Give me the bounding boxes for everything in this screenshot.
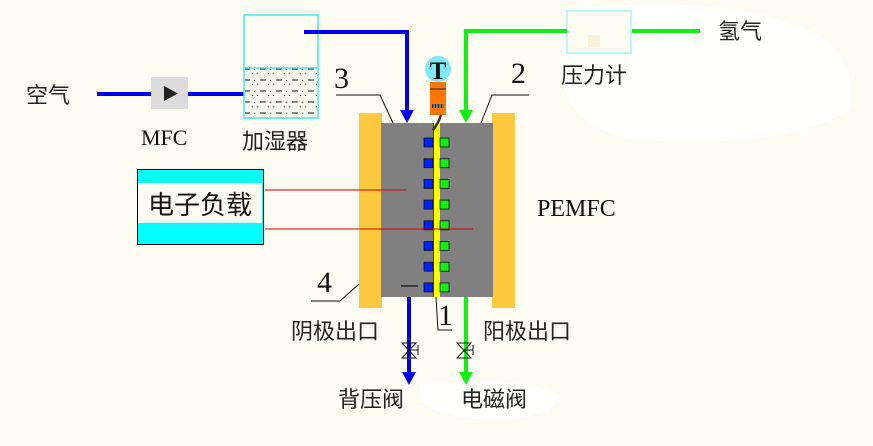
back-pressure-valve-symbol[interactable] — [400, 342, 419, 359]
anode-channel — [439, 241, 450, 251]
humidifier-label: 加湿器 — [242, 130, 309, 155]
background-smudge — [560, 4, 852, 142]
anode-channel — [439, 261, 450, 272]
cathode-channel — [423, 158, 434, 169]
play-arrow-icon — [164, 86, 178, 101]
anode-channel — [439, 220, 450, 231]
cathode-channel — [423, 261, 434, 272]
callout-4: 4 — [317, 266, 332, 299]
cathode-outlet-arrow — [402, 372, 416, 385]
humidified-air-line — [304, 30, 409, 110]
mfc-device[interactable] — [151, 77, 188, 109]
air-label: 空气 — [26, 84, 71, 109]
cathode-channel — [423, 178, 434, 189]
air-inlet-arrow — [400, 110, 414, 123]
pemfc-label: PEMFC — [537, 196, 616, 222]
end-plate-right — [492, 113, 515, 308]
pressure-gauge-inner — [588, 35, 600, 47]
callout-2-leader — [480, 94, 529, 124]
anode-outlet-label: 阳极出口 — [483, 320, 572, 345]
cathode-channel — [423, 199, 434, 210]
background-smudge — [420, 381, 560, 420]
electronic-load-label: 电子负载 — [138, 183, 262, 223]
hydrogen-to-cell-line — [464, 29, 567, 110]
thermocouple-head — [425, 56, 451, 82]
callout-1-leader — [435, 296, 452, 331]
anode-outlet-arrow — [459, 372, 473, 385]
back-pressure-valve-label: 背压阀 — [338, 388, 405, 413]
anode-channel — [439, 178, 450, 189]
thermocouple-wire — [432, 114, 443, 131]
callout-3: 3 — [334, 62, 349, 95]
cathode-outlet-label: 阴极出口 — [291, 320, 380, 345]
gas-channels — [423, 137, 450, 293]
humidifier[interactable] — [243, 14, 319, 119]
membrane — [433, 123, 440, 297]
end-plate-left — [359, 113, 382, 308]
callout-1: 1 — [438, 299, 453, 332]
cathode-channel — [423, 282, 434, 293]
pressure-gauge-label: 压力计 — [561, 64, 628, 89]
callout-3-leader — [336, 94, 394, 124]
solenoid-valve-label: 电磁阀 — [461, 388, 528, 413]
thermocouple-label: T — [430, 58, 447, 85]
callout-2: 2 — [511, 57, 526, 90]
anode-channel — [439, 158, 450, 169]
hydrogen-inlet-arrow — [459, 110, 473, 123]
cathode-channel — [423, 241, 434, 251]
cathode-channel — [423, 220, 434, 231]
anode-channel — [439, 199, 450, 210]
callout-4-leader — [311, 283, 360, 302]
anode-channel — [439, 137, 450, 148]
solenoid-valve-symbol[interactable] — [455, 342, 474, 359]
mfc-label: MFC — [141, 125, 188, 150]
anode-channel — [439, 282, 450, 293]
cathode-channel — [423, 137, 434, 148]
thermocouple[interactable]: T — [425, 56, 451, 131]
electronic-load[interactable]: 电子负载 — [137, 169, 264, 245]
hydrogen-label: 氢气 — [718, 20, 763, 45]
